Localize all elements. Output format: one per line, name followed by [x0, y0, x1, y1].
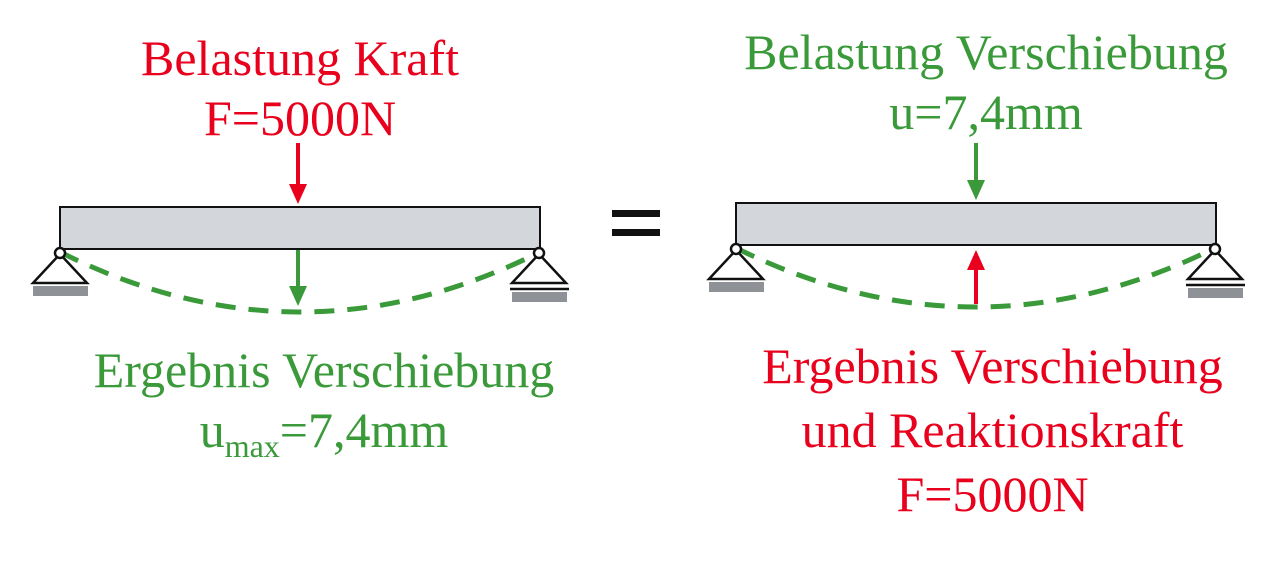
left-load-label: Belastung Kraft F=5000N: [0, 28, 600, 148]
left-result-subscript: max: [224, 428, 280, 464]
right-reaction-arrow: [967, 250, 985, 304]
right-displacement-arrow: [967, 143, 985, 200]
left-system: [30, 143, 569, 315]
right-system: [706, 143, 1245, 310]
left-force-arrow: [289, 143, 307, 204]
left-load-title: Belastung Kraft: [141, 30, 459, 86]
left-pin-support: [30, 246, 90, 296]
right-load-title: Belastung Verschiebung: [744, 24, 1228, 80]
right-result-label: Ergebnis Verschiebung und Reaktionskraft…: [700, 336, 1285, 524]
equals-sign: =: [612, 210, 668, 240]
right-beam: [735, 202, 1217, 246]
right-pin-support: [706, 242, 766, 292]
left-result-value: =7,4mm: [279, 402, 449, 458]
right-load-label: Belastung Verschiebung u=7,4mm: [700, 22, 1272, 142]
left-beam: [59, 206, 541, 250]
right-result-line1: Ergebnis Verschiebung: [762, 338, 1223, 394]
left-result-label: Ergebnis Verschiebung umax=7,4mm: [0, 340, 648, 462]
left-roller-support: [509, 246, 569, 302]
right-load-value: u=7,4mm: [889, 84, 1083, 140]
left-result-value-line: umax=7,4mm: [0, 400, 648, 462]
right-result-value: F=5000N: [896, 466, 1089, 522]
right-roller-support: [1185, 242, 1245, 298]
left-load-value: F=5000N: [203, 90, 397, 146]
right-result-line2: und Reaktionskraft: [801, 402, 1184, 458]
left-displacement-arrow: [289, 250, 307, 306]
right-deflection-curve: [734, 245, 1217, 310]
left-result-symbol: u: [199, 402, 225, 458]
left-deflection-curve: [58, 249, 542, 315]
left-result-title: Ergebnis Verschiebung: [93, 342, 555, 398]
